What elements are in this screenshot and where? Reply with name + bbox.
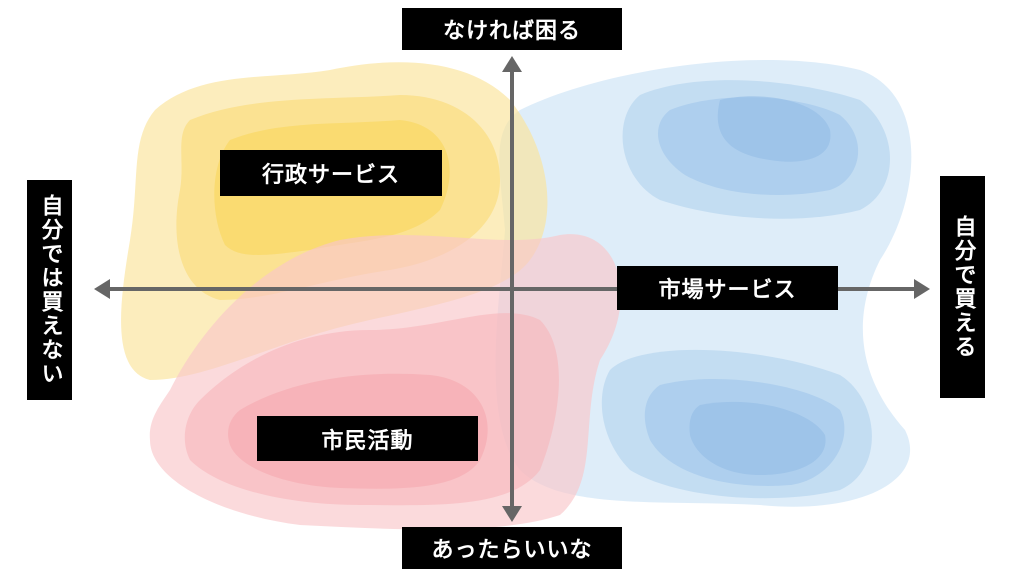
- arrow-left-icon: [94, 279, 110, 299]
- axis-label-right: 自分で買える: [940, 176, 985, 398]
- arrow-right-icon: [914, 279, 930, 299]
- arrow-down-icon: [502, 506, 522, 522]
- axis-label-left: 自分では買えない: [27, 180, 72, 400]
- region-label-citizen: 市民活動: [257, 416, 478, 461]
- region-label-market: 市場サービス: [617, 266, 838, 310]
- axis-label-bottom: あったらいいな: [402, 527, 622, 569]
- region-label-government: 行政サービス: [220, 150, 442, 196]
- arrow-up-icon: [502, 56, 522, 72]
- axis-label-top: なければ困る: [402, 8, 622, 50]
